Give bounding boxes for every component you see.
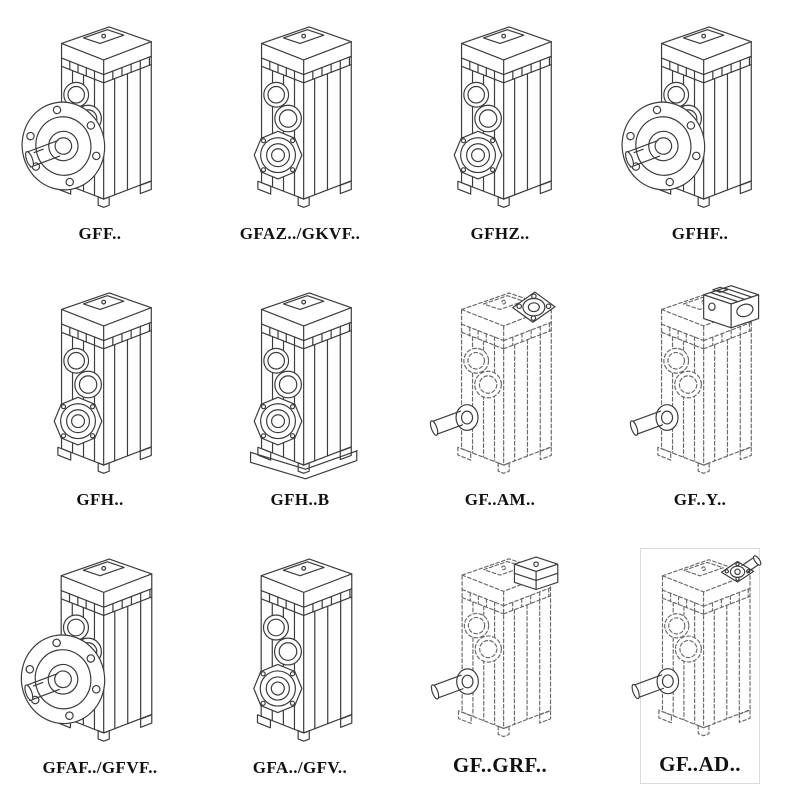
output-shaft [429, 668, 479, 701]
bearing-bores-phantom [463, 612, 502, 663]
gearbox-cell-gff: GFF.. [14, 16, 160, 250]
gearbox-cell-gfaz-gkvf: GFAZ../GKVF.. [240, 16, 360, 250]
model-label: GF..GRF.. [452, 753, 548, 777]
hollow-shaft-gearbox-drawing [453, 26, 552, 208]
output-shaft [428, 404, 479, 437]
gearbox-cell-gfh: GFH.. [40, 282, 160, 516]
model-label: GFHF.. [671, 224, 729, 243]
model-label: GFAF../GFVF.. [42, 758, 158, 777]
flange-mounted-gearbox-drawing [13, 558, 153, 742]
bearing-bores-phantom [663, 347, 702, 399]
bearing-bores [263, 81, 302, 133]
output-shaft [628, 404, 679, 437]
gearbox-with-input-cover-drawing [429, 556, 559, 738]
bearing-bores [63, 347, 102, 399]
gearbox-with-motor-drawing [628, 285, 760, 474]
model-label: GFF.. [78, 224, 122, 243]
hollow-shaft-bore [453, 130, 503, 180]
gearbox-housing [457, 26, 552, 208]
hollow-shaft-gearbox-drawing [253, 558, 353, 742]
gearbox-with-input-shaft-drawing [630, 554, 763, 737]
output-shaft [630, 668, 680, 700]
model-label: GF..AM.. [464, 490, 536, 509]
bearing-bores-phantom [463, 347, 502, 399]
gearbox-cell-gfa-gfv: GFA../GFV.. [240, 548, 360, 784]
bearing-bores [262, 614, 302, 666]
input-shaft-adapter [720, 554, 763, 583]
model-label: GFA../GFV.. [252, 758, 348, 777]
gearbox-housing [257, 292, 352, 474]
gearbox-cell-gf-grf: GF..GRF.. [429, 548, 560, 784]
model-label: GFH..B [270, 490, 330, 509]
hollow-shaft-bore [253, 663, 303, 714]
gearbox-housing-phantom [658, 559, 751, 737]
bearing-bores-phantom [664, 613, 702, 663]
gearbox-housing [257, 26, 352, 208]
gearbox-cell-gf-y: GF..Y.. [628, 282, 760, 516]
model-label: GF..AD.. [659, 752, 741, 776]
gearbox-cell-gf-ad: GF..AD.. [630, 548, 763, 784]
model-label: GFAZ../GKVF.. [239, 224, 361, 243]
input-cover-box [513, 556, 559, 591]
flange-mounted-gearbox-drawing [14, 26, 152, 208]
hollow-shaft-bore [53, 396, 103, 446]
gearbox-with-iec-adapter-drawing [428, 291, 556, 474]
model-label: GFHZ.. [470, 224, 530, 243]
hollow-shaft-gearbox-with-base-drawing [249, 292, 358, 480]
bearing-bores [463, 81, 502, 133]
bearing-bores [263, 347, 302, 399]
gearbox-housing [256, 558, 353, 742]
gearbox-housing [57, 292, 152, 474]
model-label: GF..Y.. [673, 490, 727, 509]
flange-mounted-gearbox-drawing [614, 26, 752, 208]
gearbox-cell-gfh-b: GFH..B [240, 282, 360, 516]
model-label: GFH.. [76, 490, 124, 509]
hollow-shaft-bore [253, 130, 303, 180]
gearbox-housing-phantom [457, 292, 552, 474]
hollow-shaft-gearbox-drawing [253, 26, 352, 208]
gearbox-cell-gfhf: GFHF.. [614, 16, 760, 250]
gearbox-cell-gf-am: GF..AM.. [428, 282, 560, 516]
hollow-shaft-bore [253, 396, 303, 446]
hollow-shaft-gearbox-drawing [53, 292, 152, 474]
electric-motor [703, 285, 760, 329]
gearbox-cell-gfaf-gfvf: GFAF../GFVF.. [13, 548, 160, 784]
gearbox-cell-gfhz: GFHZ.. [440, 16, 560, 250]
